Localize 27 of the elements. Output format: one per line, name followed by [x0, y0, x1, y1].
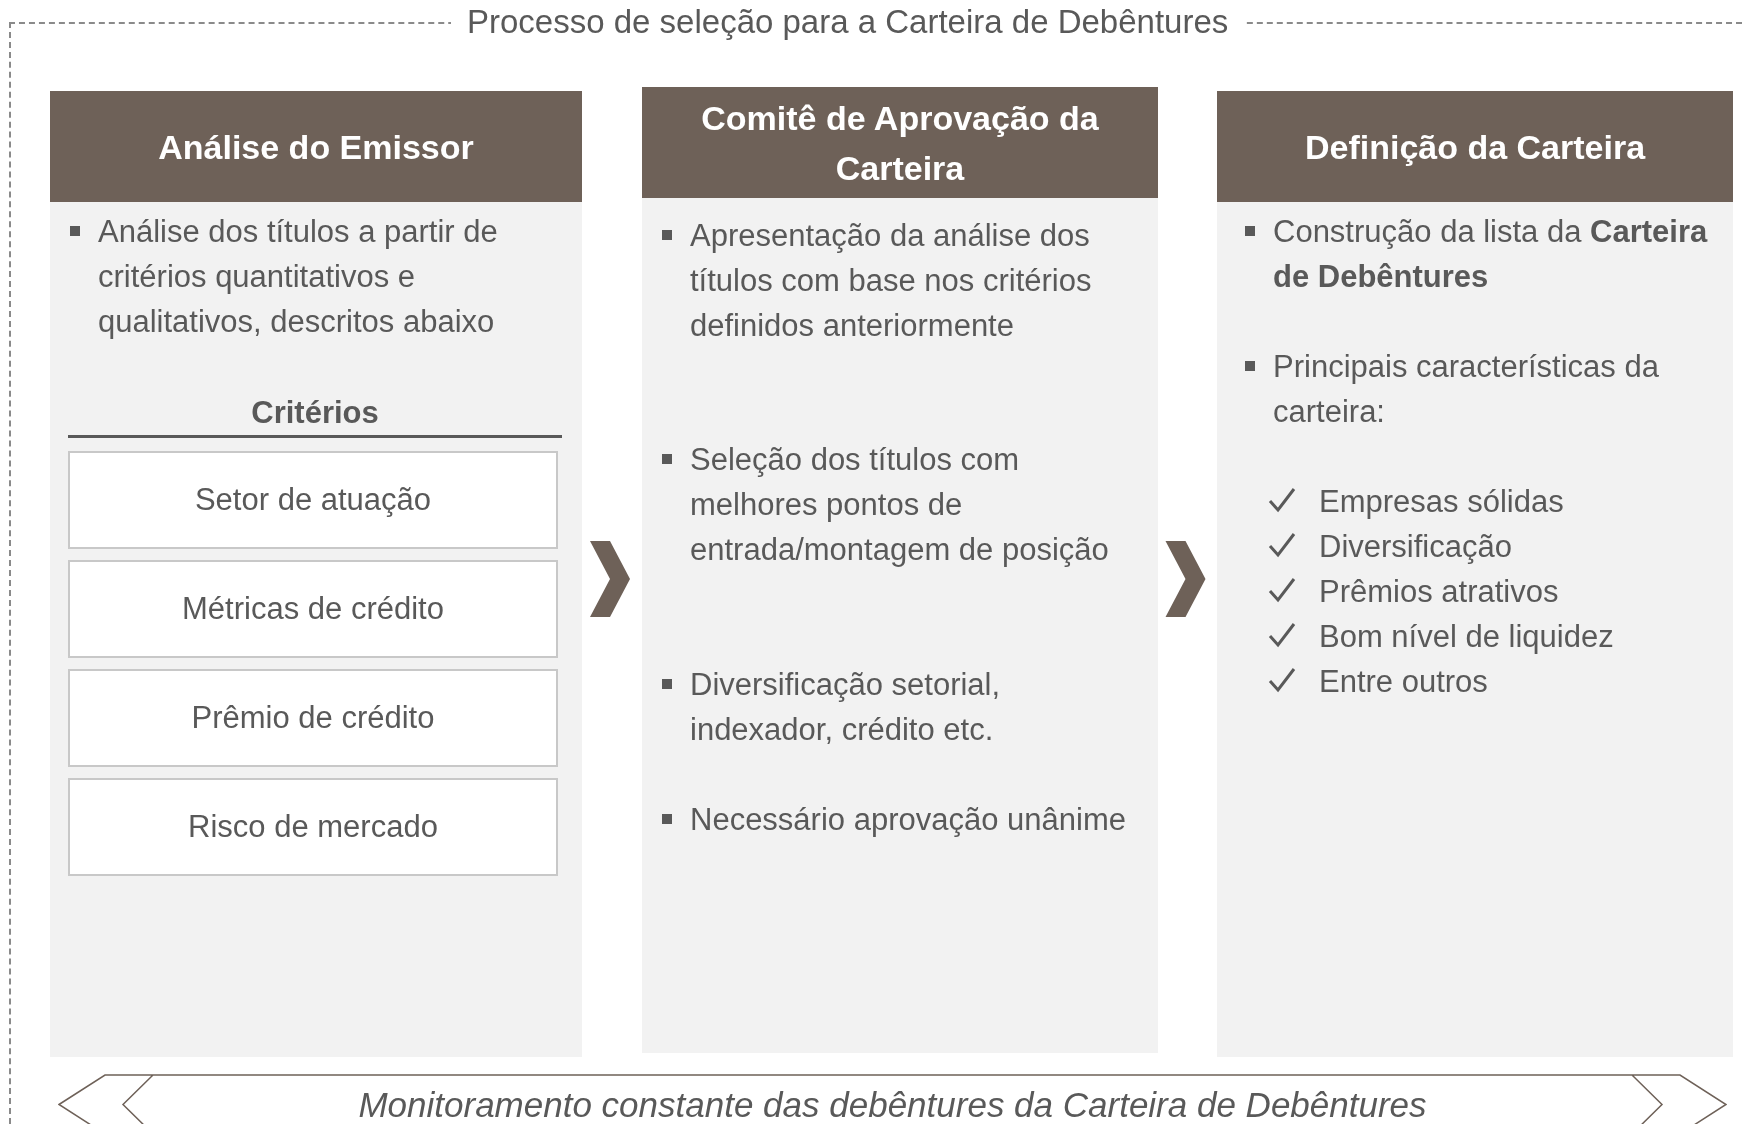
banner-arrow: [58, 1074, 1727, 1124]
banner-text: Monitoramento constante das debêntures da Carteira de Debêntures: [358, 1084, 1427, 1124]
criterion-box: Prêmio de crédito: [68, 669, 558, 767]
list-item-text: Entre outros: [1319, 663, 1488, 701]
bullet-text: Principais características da carteira:: [1273, 348, 1660, 431]
stage-header: Definição da Carteira: [1217, 91, 1733, 202]
bullet-text: Construção da lista da Carteira de Debêntures: [1273, 213, 1709, 296]
stage-panel: [1217, 91, 1733, 1057]
criterion-box: Setor de atuação: [68, 451, 558, 549]
bullet-text: Necessário aprovação unânime: [690, 801, 1126, 839]
bullet-text: Seleção dos títulos com melhores pontos de entrada/montagem de posição: [690, 441, 1110, 569]
list-item-text: Bom nível de liquidez: [1319, 618, 1614, 656]
bullet-text: Apresentação da análise dos títulos com base nos critérios definidos anteriormente: [690, 217, 1093, 345]
chevron-arrow: [590, 541, 630, 617]
list-item-text: Prêmios atrativos: [1319, 573, 1559, 611]
criteria-heading: Critérios: [68, 391, 562, 438]
stage-panel: [50, 91, 582, 1057]
bullet-text: Diversificação setorial, indexador, crédito etc.: [690, 666, 1002, 749]
bullet-text: Análise dos títulos a partir de critérios quantitativos e qualitativos, descritos abaixo: [98, 213, 499, 341]
list-item-text: Empresas sólidas: [1319, 483, 1564, 521]
chevron-arrow: [1165, 541, 1206, 617]
stage-header: Comitê de Aprovação da Carteira: [642, 87, 1158, 198]
criterion-box: Métricas de crédito: [68, 560, 558, 658]
criterion-box: Risco de mercado: [68, 778, 558, 876]
list-item-text: Diversificação: [1319, 528, 1512, 566]
stage-header: Análise do Emissor: [50, 91, 582, 202]
stage-panel: [642, 87, 1158, 1053]
